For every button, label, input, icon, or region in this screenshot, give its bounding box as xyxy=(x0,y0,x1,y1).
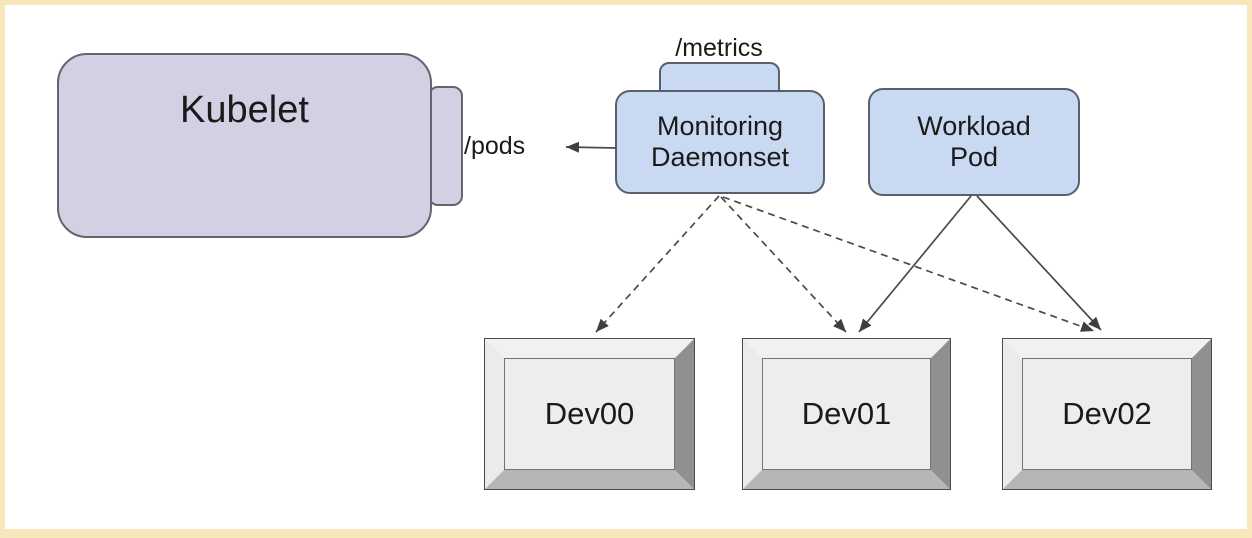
monitoring-daemonset-label: Monitoring Daemonset xyxy=(650,111,790,172)
edge-workload-to-dev02 xyxy=(976,195,1102,331)
device-bevel: Dev00 xyxy=(485,339,694,489)
device-dev00: Dev00 xyxy=(484,338,695,490)
workload-pod-node: Workload Pod xyxy=(868,88,1080,196)
device-face: Dev00 xyxy=(504,358,675,470)
device-face: Dev02 xyxy=(1022,358,1192,470)
device-face: Dev01 xyxy=(762,358,931,470)
kubelet-node: Kubelet xyxy=(57,53,432,238)
edge-daemonset-to-dev00 xyxy=(595,195,720,333)
device-bevel: Dev02 xyxy=(1003,339,1211,489)
edge-daemonset-to-dev01 xyxy=(720,196,847,333)
kubelet-label: Kubelet xyxy=(180,89,309,131)
workload-pod-label: Workload Pod xyxy=(917,111,1031,172)
device-bevel: Dev01 xyxy=(743,339,950,489)
metrics-endpoint-label: /metrics xyxy=(675,34,763,62)
device-label: Dev01 xyxy=(801,396,892,431)
device-label: Dev02 xyxy=(1062,396,1152,431)
monitoring-daemonset-node: Monitoring Daemonset xyxy=(615,90,825,194)
kubelet-side-tab xyxy=(428,86,463,206)
device-label: Dev00 xyxy=(544,396,635,431)
device-dev01: Dev01 xyxy=(742,338,951,490)
pods-endpoint-label: /pods xyxy=(464,132,526,160)
edge-workload-to-dev01 xyxy=(858,195,972,333)
edge-daemonset-to-pods xyxy=(565,141,617,153)
device-dev02: Dev02 xyxy=(1002,338,1212,490)
edge-daemonset-to-dev02 xyxy=(722,196,1095,332)
